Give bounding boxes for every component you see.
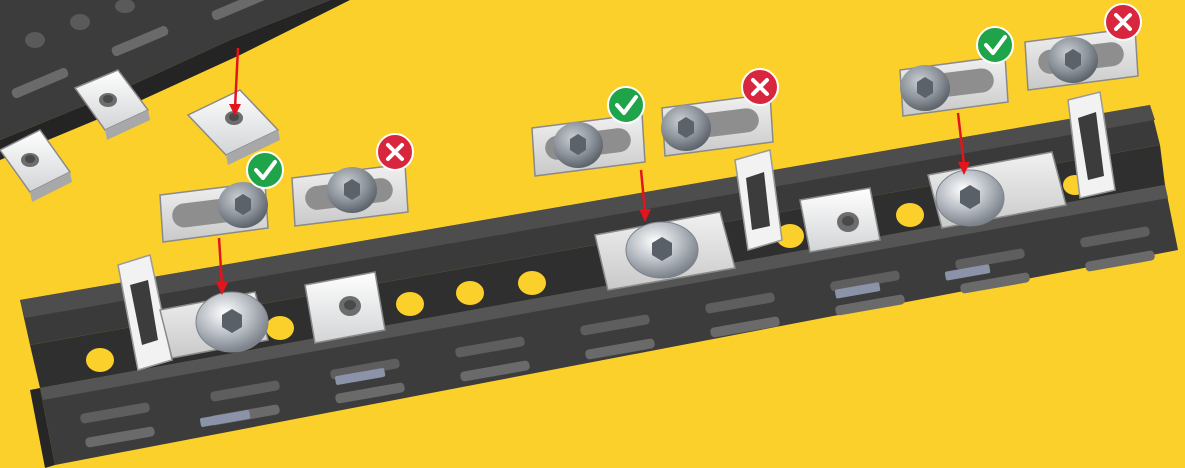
checkmark-icon — [247, 152, 283, 188]
hex-screw — [196, 292, 268, 352]
x-mark-icon — [377, 134, 413, 170]
checkmark-icon — [977, 27, 1013, 63]
square-nut — [305, 272, 385, 343]
hex-screw — [626, 222, 698, 278]
x-mark-icon — [742, 69, 778, 105]
square-nut — [800, 188, 880, 252]
checkmark-icon — [608, 87, 644, 123]
x-mark-icon — [1105, 4, 1141, 40]
hex-screw — [936, 170, 1004, 226]
